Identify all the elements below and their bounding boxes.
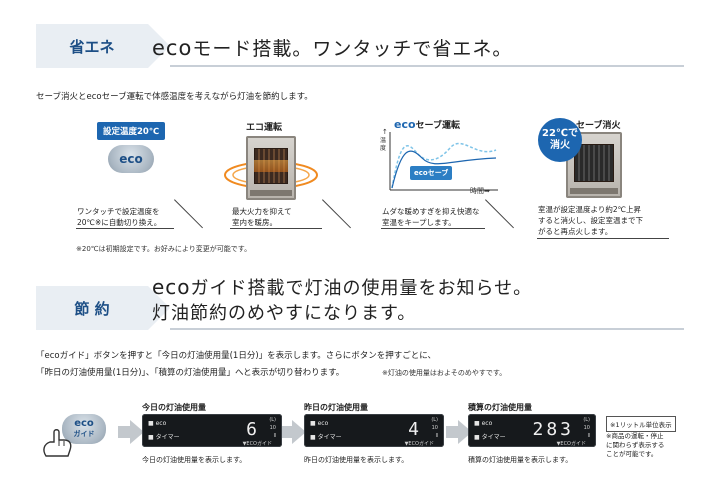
graph-axis-y-arrow: ↑ — [382, 128, 388, 136]
footnote: ※20℃は初期設定です。お好みにより変更が可能です。 — [76, 245, 252, 253]
unit-note-box: ※1リットル単位表示 — [606, 416, 676, 432]
desc-line: 室内を暖房。 — [232, 218, 277, 227]
lcd-value: 283 — [532, 419, 574, 440]
display-lcd-today: ■ eco ■ タイマー 6 (L) 10 Ⅱ ▼ECOガイド — [142, 414, 282, 447]
heater-image — [246, 136, 296, 200]
section-divider — [170, 65, 684, 67]
set-temperature-badge: 設定温度20℃ — [97, 122, 166, 140]
lcd-unit: Ⅱ — [587, 433, 590, 439]
title-rest: セーブ運転 — [415, 121, 461, 131]
lcd-unit: (L) — [269, 417, 276, 423]
arrow-right-icon — [280, 420, 306, 444]
axis-x-arrow: ➡ — [484, 187, 490, 195]
section-tag-label: 省エネ — [69, 37, 115, 56]
lcd-label-eco: ■ eco — [310, 420, 329, 427]
lcd-value: 6 — [246, 419, 260, 440]
eco-save-graph-badge: ecoセーブ — [410, 166, 453, 180]
lcd-foot: ▼ECOガイド — [556, 441, 586, 447]
section-description: 「ecoガイド」ボタンを押すと「今日の灯油使用量(1日分)」を表示します。さらに… — [36, 351, 437, 361]
display-lcd-cumulative: ■ eco ■ タイマー 283 (L) 10 Ⅱ ▼ECOガイド — [468, 414, 596, 447]
arrow-right-icon — [118, 420, 144, 444]
lcd-foot: ▼ECOガイド — [404, 441, 434, 447]
note-line: ※商品の運転・停止 — [606, 432, 664, 440]
note-line: に関わらず表示する — [606, 441, 665, 449]
title-eco: eco — [394, 118, 416, 131]
desc-line: すると消火し、設定室温まで下 — [538, 216, 643, 225]
lcd-unit: 10 — [431, 425, 438, 431]
panel-underline — [381, 228, 485, 229]
feature-desc-eco-run: 最大火力を抑えて 室内を暖房。 — [232, 206, 362, 228]
display-note: ※商品の運転・停止 に関わらず表示する ことが可能です。 — [606, 432, 664, 459]
lcd-unit: Ⅱ — [273, 433, 276, 439]
circle-line: 22℃で — [541, 128, 579, 139]
note-line: ことが可能です。 — [606, 450, 658, 458]
section-divider — [170, 328, 684, 330]
desc-line: ムダな暖めすぎを抑え快適な — [382, 207, 480, 216]
eco-button-icon: eco — [108, 145, 154, 173]
graph-axis-x: 時間➡ — [470, 186, 490, 196]
section-title: ecoガイド搭載で灯油の使用量をお知らせ。 灯油節約のめやすになります。 — [152, 275, 532, 326]
eco-button-label: eco — [119, 152, 143, 166]
lcd-label-timer: ■ タイマー — [474, 434, 506, 441]
panel-underline — [76, 228, 174, 229]
circle-line: 消火 — [550, 140, 570, 151]
title-line-2: 灯油節約のめやすになります。 — [152, 303, 417, 324]
desc-line: 最大火力を抑えて — [232, 207, 292, 216]
title-eco: eco — [152, 36, 193, 60]
section-tag-label: 節 約 — [74, 299, 110, 318]
guide-label-eco: eco — [74, 418, 94, 429]
pointing-hand-icon — [43, 429, 72, 457]
section-description: 「昨日の灯油使用量(1日分)」、「積算の灯油使用量」へと表示が切り替わります。 — [36, 368, 345, 378]
lcd-foot: ▼ECOガイド — [242, 441, 272, 447]
feature-title-eco-run: エコ運転 — [246, 123, 283, 133]
title-rest: ガイド搭載で灯油の使用量をお知らせ。 — [190, 278, 533, 299]
feature-title-save-off: セーブ消火 — [576, 121, 621, 131]
display-caption-today: 今日の灯油使用量を表示します。 — [142, 456, 247, 464]
display-title-yesterday: 昨日の灯油使用量 — [304, 403, 368, 412]
panel-underline — [230, 228, 322, 229]
guide-label-guide: ガイド — [73, 430, 95, 438]
lcd-label-timer: ■ タイマー — [310, 434, 342, 441]
lcd-unit: 10 — [583, 425, 590, 431]
lcd-value: 4 — [408, 419, 422, 440]
title-eco: eco — [152, 275, 191, 299]
feature-desc-eco: ワンタッチで設定温度を 20℃※に自動切り換え。 — [77, 206, 207, 228]
desc-line: がると再点火します。 — [538, 227, 613, 236]
desc-line: 室温が設定温度より約2℃上昇 — [538, 205, 642, 214]
usage-note: ※灯油の使用量はおよそのめやすです。 — [382, 369, 507, 377]
lcd-label-eco: ■ eco — [474, 420, 493, 427]
feature-desc-eco-save: ムダな暖めすぎを抑え快適な 室温をキープします。 — [382, 206, 522, 228]
display-title-cumulative: 積算の灯油使用量 — [468, 403, 532, 412]
section-tag-saving: 節 約 — [36, 286, 170, 330]
display-caption-cumulative: 積算の灯油使用量を表示します。 — [468, 456, 573, 464]
lcd-unit: (L) — [583, 417, 590, 423]
lcd-unit: Ⅱ — [435, 433, 438, 439]
desc-line: 室温をキープします。 — [382, 218, 456, 227]
title-rest: モード搭載。ワンタッチで省エネ。 — [192, 38, 513, 60]
desc-line: 20℃※に自動切り換え。 — [77, 218, 162, 227]
desc-line: ワンタッチで設定温度を — [77, 207, 160, 216]
display-lcd-yesterday: ■ eco ■ タイマー 4 (L) 10 Ⅱ ▼ECOガイド — [304, 414, 444, 447]
eco-save-graph — [389, 132, 498, 191]
feature-title-eco-save: ecoセーブ運転 — [394, 118, 460, 131]
extinguish-temp-badge: 22℃で 消火 — [538, 118, 582, 162]
section-description: セーブ消火とecoセーブ運転で体感温度を考えながら灯油を節約します。 — [36, 92, 313, 102]
panel-underline — [537, 238, 669, 239]
axis-x-label: 時間 — [470, 187, 484, 195]
graph-axis-y: 温度 — [380, 137, 387, 152]
lcd-unit: (L) — [431, 417, 438, 423]
section-tag-energy-saving: 省エネ — [36, 24, 170, 68]
eco-guide-button[interactable]: eco ガイド — [62, 414, 106, 444]
lcd-label-eco: ■ eco — [148, 420, 167, 427]
feature-desc-save-off: 室温が設定温度より約2℃上昇 すると消火し、設定室温まで下 がると再点火します。 — [538, 204, 678, 237]
lcd-label-timer: ■ タイマー — [148, 434, 180, 441]
display-caption-yesterday: 昨日の灯油使用量を表示します。 — [304, 456, 409, 464]
section-title: ecoモード搭載。ワンタッチで省エネ。 — [152, 34, 512, 61]
lcd-unit: 10 — [269, 425, 276, 431]
display-title-today: 今日の灯油使用量 — [142, 403, 206, 412]
